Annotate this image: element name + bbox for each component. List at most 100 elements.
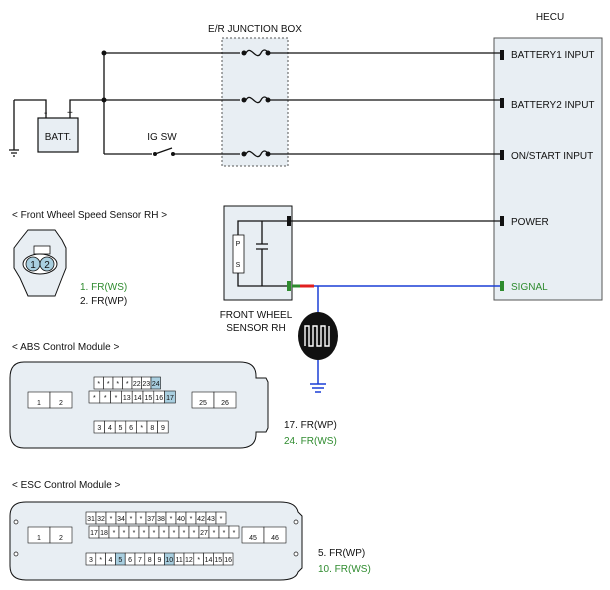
abs-pin-label: 24	[152, 381, 160, 388]
hecu-pin-battery2: BATTERY2 INPUT	[511, 100, 595, 111]
abs-pin-label: 2	[59, 400, 63, 407]
esc-pin-label: 45	[249, 535, 257, 542]
esc-pin-label: 34	[117, 516, 125, 523]
abs-pin-label: *	[107, 381, 110, 388]
esc-pin-label: 40	[177, 516, 185, 523]
esc-pin-label: 1	[37, 535, 41, 542]
abs-pin-label: 8	[150, 425, 154, 432]
esc-pin-label: *	[113, 530, 116, 537]
abs-pin-label: 14	[134, 395, 142, 402]
esc-pin-cell	[49, 526, 73, 544]
esc-pin-label: 11	[175, 557, 182, 564]
esc-pin-label: *	[143, 530, 146, 537]
esc-pin-label: 31	[87, 516, 95, 523]
esc-pin-label: 37	[147, 516, 155, 523]
abs-pin-cell	[164, 390, 176, 404]
abs-pin-label: 17	[166, 395, 174, 402]
esc-pin-label: *	[213, 530, 216, 537]
esc-pin-label: 32	[97, 516, 105, 523]
esc-pin-label: *	[110, 516, 113, 523]
front-sensor-legend-1: 1. FR(WS)	[80, 282, 127, 293]
esc-caption: < ESC Control Module >	[12, 480, 121, 491]
esc-pin-label: *	[130, 516, 133, 523]
battery-label: BATT.	[45, 132, 71, 143]
esc-legend-1: 5. FR(WP)	[318, 548, 365, 559]
esc-pin-label: 3	[89, 557, 93, 564]
abs-pin-label: 1	[37, 400, 41, 407]
esc-pin-label: 7	[138, 557, 142, 564]
abs-pin-label: 6	[129, 425, 133, 432]
ig-switch-label: IG SW	[147, 132, 177, 143]
abs-pin-label: *	[126, 381, 129, 388]
abs-pin-label: 9	[161, 425, 165, 432]
svg-text:2: 2	[44, 260, 50, 271]
esc-pin-label: 16	[224, 557, 232, 564]
esc-pin-label: 9	[158, 557, 162, 564]
abs-pin-label: *	[116, 381, 119, 388]
svg-text:S: S	[236, 262, 241, 269]
hecu-pin-battery1: BATTERY1 INPUT	[511, 50, 595, 61]
esc-pin-label: *	[123, 530, 126, 537]
ig-switch	[154, 147, 173, 155]
esc-pin-cell	[263, 526, 287, 544]
svg-text:-: -	[44, 108, 47, 119]
esc-pin-cell	[215, 511, 227, 525]
abs-pin-label: 13	[123, 395, 131, 402]
esc-pin-label: *	[193, 530, 196, 537]
esc-pin-label: *	[183, 530, 186, 537]
hecu-pin-on-start: ON/START INPUT	[511, 151, 593, 162]
esc-pin-label: 18	[100, 530, 108, 537]
abs-pin-label: 23	[142, 381, 150, 388]
front-sensor-caption: < Front Wheel Speed Sensor RH >	[12, 210, 167, 221]
abs-pin-label: *	[104, 395, 107, 402]
abs-pin-cell	[157, 420, 169, 434]
hecu-label: HECU	[536, 12, 564, 23]
esc-pin-label: *	[190, 516, 193, 523]
svg-text:+: +	[67, 108, 73, 119]
abs-pin-label: 3	[97, 425, 101, 432]
esc-pin-label: 15	[214, 557, 222, 564]
esc-pin-label: *	[153, 530, 156, 537]
esc-pin-label: 8	[148, 557, 152, 564]
esc-pin-label: *	[163, 530, 166, 537]
esc-pin-label: 17	[90, 530, 98, 537]
abs-pin-label: 22	[133, 381, 141, 388]
esc-pin-label: 42	[197, 516, 205, 523]
esc-pin-label: 2	[59, 535, 63, 542]
abs-pin-cell	[49, 391, 73, 409]
abs-caption: < ABS Control Module >	[12, 342, 119, 353]
abs-pin-label: 16	[155, 395, 163, 402]
hecu-pin-signal: SIGNAL	[511, 282, 548, 293]
esc-pin-cell	[222, 552, 234, 566]
esc-pin-label: 38	[157, 516, 165, 523]
esc-pin-label: 6	[128, 557, 132, 564]
esc-pin-label: 12	[185, 557, 193, 564]
abs-pin-label: *	[93, 395, 96, 402]
abs-legend-1: 17. FR(WP)	[284, 420, 337, 431]
hecu-body	[493, 37, 603, 301]
shield-icon	[298, 312, 338, 360]
abs-module	[9, 361, 269, 449]
esc-pin-label: *	[170, 516, 173, 523]
abs-pin-cell	[150, 376, 161, 390]
abs-pin-label: *	[97, 381, 100, 388]
esc-pin-label: *	[220, 516, 223, 523]
abs-pin-label: 15	[145, 395, 153, 402]
esc-pin-label: 14	[205, 557, 213, 564]
abs-pin-label: *	[115, 395, 118, 402]
esc-pin-label: *	[99, 557, 102, 564]
esc-pin-label: 46	[271, 535, 279, 542]
esc-pin-label: *	[140, 516, 143, 523]
ground-icon	[9, 149, 19, 157]
esc-pin-label: *	[197, 557, 200, 564]
junction-box-label: E/R JUNCTION BOX	[208, 24, 302, 35]
abs-pin-cell	[213, 391, 237, 409]
esc-pin-label: *	[223, 530, 226, 537]
battery	[37, 117, 79, 153]
esc-pin-label: 27	[200, 530, 208, 537]
front-sensor-legend-2: 2. FR(WP)	[80, 296, 127, 307]
abs-pin-label: 26	[221, 400, 229, 407]
svg-text:1: 1	[30, 260, 36, 271]
esc-pin-label: *	[233, 530, 236, 537]
